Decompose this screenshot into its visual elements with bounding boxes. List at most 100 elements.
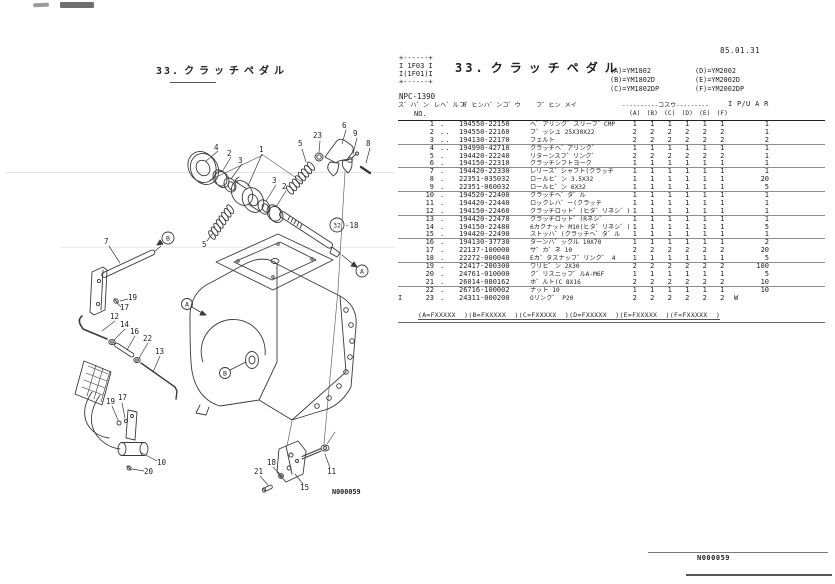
cell-no: 17	[425, 246, 434, 255]
cell-q: 1	[650, 269, 655, 278]
cell-no: 22	[425, 285, 434, 294]
cell-q: 1	[702, 214, 707, 223]
cell-q: 1	[650, 167, 655, 176]
cell-pn: 22417-200300	[459, 262, 510, 271]
scan-streak	[60, 247, 395, 248]
cell-pu: 1	[764, 159, 769, 168]
callout-2: 2	[227, 149, 232, 158]
cell-q: 1	[667, 214, 672, 223]
cell-q: 2	[702, 127, 707, 136]
cell-q: 2	[650, 277, 655, 286]
cell-q: 1	[667, 167, 672, 176]
cell-name: クラッチヘ゛アリンク゛	[530, 144, 599, 152]
cell-q: 2	[720, 127, 725, 136]
cell-q: 1	[650, 198, 655, 207]
cell-pn: 194130-37730	[459, 238, 510, 247]
cell-q: 1	[650, 159, 655, 168]
cell-level: .	[440, 214, 446, 223]
cell-pu: 1	[764, 127, 769, 136]
cell-q: 2	[667, 293, 672, 302]
cell-q: 1	[702, 191, 707, 200]
table-header-line1: ス゛ハ゛ン レヘ゛ル 0 フ゛ヒンハ゛ンコ゛ウ フ゛ヒン メイ --------…	[398, 100, 825, 109]
cell-q: 1	[720, 222, 725, 231]
part-washer-18	[278, 473, 284, 479]
cell-mark	[731, 271, 743, 279]
callout-20: 20	[144, 467, 154, 476]
callout-13: 13	[155, 347, 164, 356]
cell-q: 1	[632, 143, 637, 152]
cell-q: 2	[667, 127, 672, 136]
part-pedal-arm	[84, 391, 138, 450]
cell-pn: 194420-22490	[459, 230, 510, 239]
cell-no: 5	[429, 151, 434, 160]
cell-prefix	[398, 121, 408, 129]
cell-q: 1	[702, 120, 707, 128]
cell-name: フェルト	[530, 136, 555, 144]
model-d: (D)=YM2002	[695, 67, 736, 75]
cell-q: 1	[650, 214, 655, 223]
cell-q: 1	[720, 269, 725, 278]
cell-q: 1	[632, 285, 637, 294]
model-legend: (A)=YM1802(D)=YM2002 (B)=YM1802D(E)=YM20…	[610, 67, 744, 94]
cell-q: 1	[667, 143, 672, 152]
callout-7: 7	[104, 237, 109, 246]
cell-level: ..	[440, 143, 451, 152]
cell-q: 1	[702, 206, 707, 215]
cell-level: .	[440, 277, 446, 286]
cell-q: 1	[720, 198, 725, 207]
diagram-title-text: クラッチペダル	[184, 66, 290, 77]
cell-mark	[731, 239, 743, 247]
cell-prefix	[398, 224, 408, 232]
cell-q: 1	[702, 230, 707, 239]
cell-prefix	[398, 192, 408, 200]
cell-level: .	[440, 191, 446, 200]
callout-18: 18	[267, 458, 277, 467]
cell-no: 6	[429, 159, 434, 168]
part-spring-5-right	[285, 161, 316, 195]
cell-pu: 10	[760, 277, 769, 286]
cell-no: 19	[425, 262, 434, 271]
callout-19b: 19	[106, 397, 115, 406]
cell-no: 7	[429, 167, 434, 176]
cell-pn: 22351-035032	[459, 175, 510, 184]
callout-11: 11	[327, 467, 336, 476]
cell-q: 1	[702, 143, 707, 152]
cell-q: 1	[667, 191, 672, 200]
header-spacer	[530, 109, 626, 119]
cell-q: 1	[685, 191, 690, 200]
cell-no: 12	[425, 206, 434, 215]
cell-name: ロックレハ゛ー(クラッチ	[530, 199, 602, 207]
header-ref-no: ス゛ハ゛ン	[398, 102, 429, 109]
cell-q: 1	[702, 167, 707, 176]
cell-level: ..	[440, 135, 451, 144]
part-pin-8	[359, 165, 372, 175]
cell-q: 1	[685, 214, 690, 223]
cell-no: 15	[425, 230, 434, 239]
cell-pu: 1	[764, 230, 769, 239]
cell-q: 2	[685, 277, 690, 286]
cell-mark	[731, 224, 743, 232]
diagram-title: 33.クラッチペダル	[156, 62, 289, 77]
cell-q: 1	[667, 120, 672, 128]
header-rule	[398, 120, 825, 121]
cell-level: .	[440, 285, 446, 294]
exploded-diagram: 4 2 3 1 3 2 5 23 6 9 8 5 7 B 19 17 12 14…	[74, 121, 372, 496]
cell-q: 1	[632, 254, 637, 263]
cell-pu: 20	[760, 175, 769, 184]
cell-name: ターンハ゛ックル 10X70	[530, 239, 602, 247]
cell-prefix	[398, 271, 408, 279]
cell-mark	[731, 129, 743, 137]
cell-q: 2	[650, 293, 655, 302]
cell-q: 1	[720, 120, 725, 128]
cell-q: 1	[632, 230, 637, 239]
cell-pn: 194150-22480	[459, 222, 510, 231]
cell-pn: 26716-100002	[459, 285, 510, 294]
